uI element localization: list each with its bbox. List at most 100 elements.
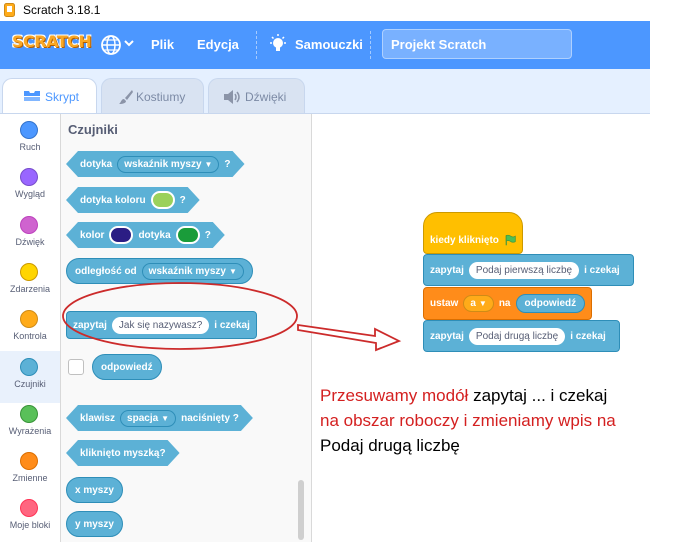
block-ask-and-wait-1[interactable]: zapytaj Podaj pierwszą liczbę i czekaj [423, 254, 634, 286]
menu-divider [256, 31, 258, 59]
menu-edit[interactable]: Edycja [197, 37, 239, 52]
category-label: Zmienne [12, 473, 48, 484]
category-dot-icon [20, 215, 38, 234]
window-title: Scratch 3.18.1 [23, 3, 101, 17]
chevron-down-icon: ▼ [204, 159, 213, 169]
chevron-down-icon: ▼ [228, 266, 237, 276]
globe-icon[interactable] [100, 34, 122, 56]
touching-menu[interactable]: wskaźnik myszy▼ [117, 156, 219, 173]
ask2-text-input[interactable]: Podaj drugą liczbę [468, 327, 566, 345]
block-ask-and-wait-2[interactable]: zapytaj Podaj drugą liczbę i czekaj [423, 320, 620, 352]
category-label: Zdarzenia [9, 283, 51, 294]
block-answer[interactable]: odpowiedź [92, 354, 162, 380]
block-text: odległość od [75, 265, 137, 277]
ask-text-input[interactable]: Jak się nazywasz? [111, 316, 210, 334]
answer-monitor-checkbox[interactable] [68, 359, 84, 375]
block-mouse-down[interactable]: kliknięto myszką? [66, 440, 180, 466]
category-label: Kontrola [13, 331, 47, 342]
annotation-line-1: Przesuwamy modół zapytaj ... i czekaj [320, 383, 690, 408]
category-dot-icon [20, 499, 38, 518]
block-text: x myszy [75, 484, 114, 496]
block-mouse-y[interactable]: y myszy [66, 511, 123, 537]
annotation-red-text: Przesuwamy modół [320, 386, 469, 405]
category-moje-bloki[interactable]: Moje bloki [0, 492, 60, 544]
block-text: kiedy kliknięto [430, 234, 499, 246]
block-text: i czekaj [214, 319, 250, 331]
block-key-pressed[interactable]: klawisz spacja▼ naciśnięty ? [66, 405, 253, 431]
distance-menu[interactable]: wskaźnik myszy▼ [141, 262, 244, 280]
dropdown-value: wskaźnik myszy [124, 158, 202, 170]
category-dot-icon [20, 168, 38, 187]
block-color-touching-color[interactable]: kolor dotyka ? [66, 222, 225, 248]
tab-code[interactable]: Skrypt [2, 78, 97, 114]
block-text: naciśnięty ? [181, 412, 239, 424]
category-dot-icon [20, 404, 38, 423]
dropdown-value: spacja [127, 412, 159, 424]
menu-tutorials[interactable]: Samouczki [295, 37, 363, 52]
menu-file[interactable]: Plik [151, 37, 175, 52]
block-ask-and-wait[interactable]: zapytaj Jak się nazywasz? i czekaj [66, 311, 257, 339]
block-mouse-x[interactable]: x myszy [66, 477, 123, 503]
arrow-icon [297, 323, 402, 352]
ask1-text-input[interactable]: Podaj pierwszą liczbę [468, 261, 580, 279]
dropdown-value: wskaźnik myszy [148, 265, 226, 277]
category-wyrażenia[interactable]: Wyrażenia [0, 398, 60, 450]
category-dot-icon [20, 452, 38, 471]
block-text: odpowiedź [101, 361, 153, 373]
code-icon [24, 91, 40, 101]
category-czujniki[interactable]: Czujniki [0, 350, 60, 403]
tab-costumes[interactable]: Kostiumy [101, 78, 204, 114]
tab-sounds-label: Dźwięki [245, 90, 287, 104]
block-text: ? [224, 158, 231, 170]
speaker-icon [224, 90, 240, 104]
category-label: Wyrażenia [8, 425, 52, 436]
block-text: kliknięto myszką? [80, 447, 166, 459]
block-text: dotyka koloru [80, 194, 146, 206]
category-label: Czujniki [14, 378, 46, 389]
category-dźwięk[interactable]: Dźwięk [0, 209, 60, 261]
tab-sounds[interactable]: Dźwięki [208, 78, 305, 114]
annotation-line-3: Podaj drugą liczbę [320, 436, 460, 455]
block-when-flag-clicked[interactable]: kiedy kliknięto [423, 212, 523, 254]
block-text: ? [204, 229, 211, 241]
color-swatch[interactable] [109, 226, 133, 244]
block-touching-color[interactable]: dotyka koloru ? [66, 187, 200, 213]
tab-costumes-label: Kostiumy [136, 90, 186, 104]
project-title-input[interactable]: Projekt Scratch [382, 29, 572, 59]
chevron-down-icon[interactable] [124, 38, 134, 48]
category-label: Dźwięk [15, 236, 45, 247]
color-swatch[interactable] [176, 226, 200, 244]
scratch-app-icon [4, 3, 15, 17]
category-dot-icon [20, 310, 38, 329]
annotation-black-text: zapytaj ... i czekaj [473, 386, 608, 405]
answer-reporter-slot[interactable]: odpowiedź [515, 294, 586, 313]
block-text: dotyka [80, 158, 113, 170]
category-zdarzenia[interactable]: Zdarzenia [0, 256, 60, 308]
block-text: i czekaj [584, 264, 620, 276]
palette-scrollbar[interactable] [298, 480, 304, 540]
scratch-logo[interactable]: SCRATCH [12, 32, 92, 51]
category-kontrola[interactable]: Kontrola [0, 303, 60, 355]
block-text: na [498, 298, 511, 309]
block-text: ustaw [430, 298, 459, 309]
key-menu[interactable]: spacja▼ [120, 410, 176, 427]
category-label: Moje bloki [9, 520, 51, 531]
chevron-down-icon: ▼ [478, 299, 487, 308]
block-touching[interactable]: dotyka wskaźnik myszy▼ ? [66, 151, 245, 177]
color-swatch[interactable] [151, 191, 175, 209]
variable-menu[interactable]: a▼ [463, 295, 494, 312]
category-wygląd[interactable]: Wygląd [0, 161, 60, 213]
dropdown-value: a [470, 298, 476, 309]
category-ruch[interactable]: Ruch [0, 114, 60, 166]
block-text: y myszy [75, 518, 114, 530]
block-text: i czekaj [570, 330, 606, 342]
category-label: Ruch [19, 142, 41, 152]
block-set-variable[interactable]: ustaw a▼ na odpowiedź [423, 287, 592, 320]
lightbulb-icon[interactable] [267, 33, 289, 55]
annotation-text: Przesuwamy modół zapytaj ... i czekaj na… [320, 383, 690, 458]
category-dot-icon [20, 262, 38, 281]
block-text: ? [179, 194, 186, 206]
category-zmienne[interactable]: Zmienne [0, 445, 60, 497]
category-dot-icon [20, 357, 38, 376]
